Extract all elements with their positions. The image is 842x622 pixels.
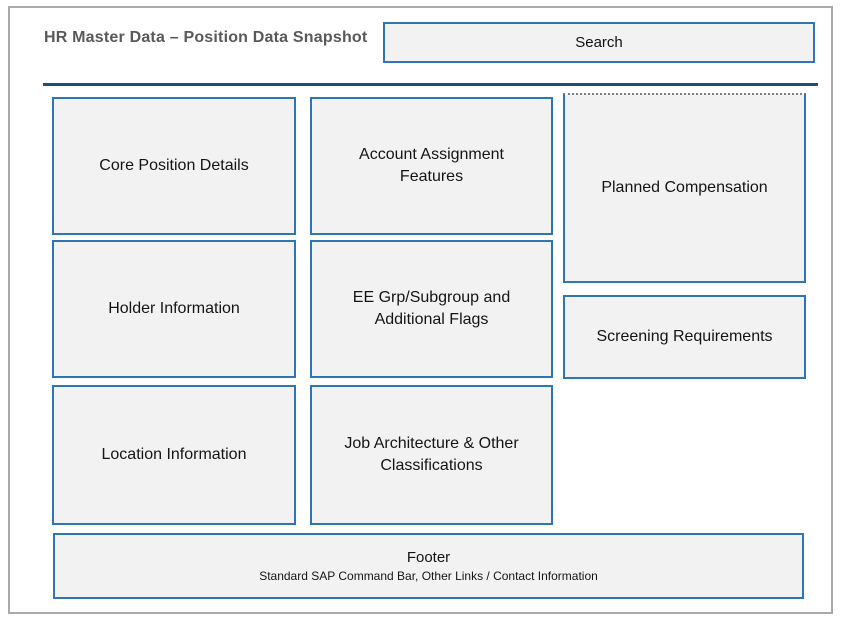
card-ee-grp-subgroup-additional-flags[interactable]: EE Grp/Subgroup and Additional Flags (310, 240, 553, 378)
card-core-position-details[interactable]: Core Position Details (52, 97, 296, 235)
card-screening-requirements-label: Screening Requirements (596, 328, 773, 346)
header-divider (43, 83, 818, 86)
footer-bar: Footer Standard SAP Command Bar, Other L… (53, 533, 804, 599)
card-planned-compensation[interactable]: Planned Compensation (563, 93, 806, 283)
footer-title: Footer (406, 549, 451, 566)
footer-subtitle: Standard SAP Command Bar, Other Links / … (259, 569, 598, 583)
card-holder-information[interactable]: Holder Information (52, 240, 296, 378)
card-core-position-details-label: Core Position Details (99, 157, 249, 175)
card-location-information[interactable]: Location Information (52, 385, 296, 525)
card-account-assignment-features-label: Account Assignment Features (359, 146, 504, 185)
page-title: HR Master Data – Position Data Snapshot (44, 29, 368, 46)
card-screening-requirements[interactable]: Screening Requirements (563, 295, 806, 379)
card-account-assignment-features[interactable]: Account Assignment Features (310, 97, 553, 235)
card-location-information-label: Location Information (101, 446, 247, 464)
card-job-architecture-classifications[interactable]: Job Architecture & Other Classifications (310, 385, 553, 525)
card-job-architecture-classifications-label: Job Architecture & Other Classifications (344, 435, 519, 474)
search-input[interactable]: Search (383, 22, 815, 63)
card-ee-grp-subgroup-additional-flags-label: EE Grp/Subgroup and Additional Flags (352, 289, 511, 328)
card-holder-information-label: Holder Information (108, 300, 240, 318)
card-planned-compensation-label: Planned Compensation (601, 179, 768, 197)
